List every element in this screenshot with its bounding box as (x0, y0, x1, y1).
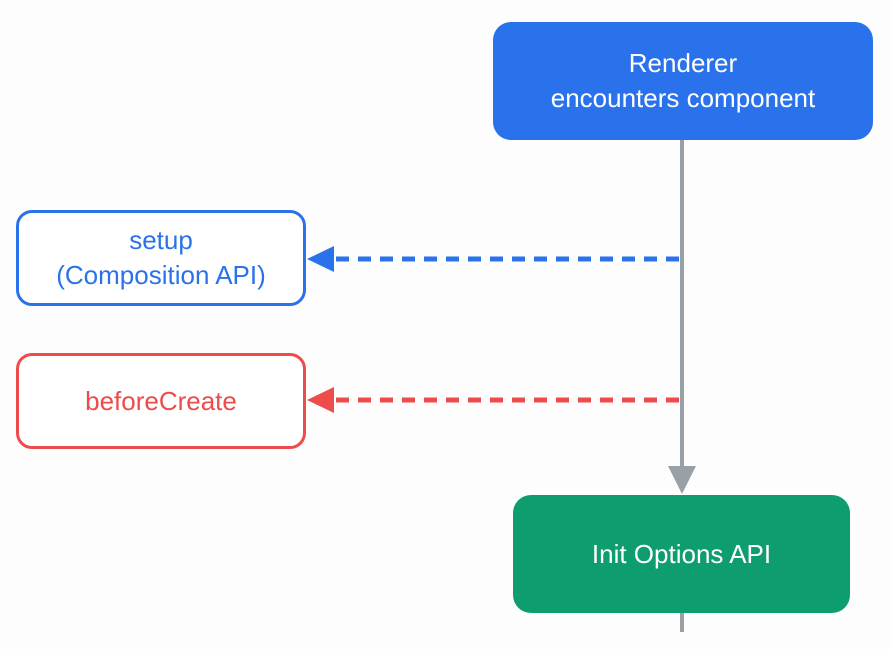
node-setup-label: setup (Composition API) (56, 225, 266, 290)
down-arrowhead-icon (668, 466, 696, 494)
node-before-create-label: beforeCreate (85, 385, 237, 416)
before-create-left-arrowhead-icon (307, 387, 334, 413)
node-renderer-encounters-component: Renderer encounters component (493, 22, 873, 140)
node-init-options-api: Init Options API (513, 495, 850, 613)
node-before-create: beforeCreate (16, 353, 306, 449)
node-init-options-api-label: Init Options API (591, 538, 772, 569)
node-setup-composition-api: setup (Composition API) (16, 210, 306, 306)
setup-left-arrowhead-icon (307, 246, 334, 272)
node-renderer-label: Renderer encounters component (550, 48, 816, 113)
